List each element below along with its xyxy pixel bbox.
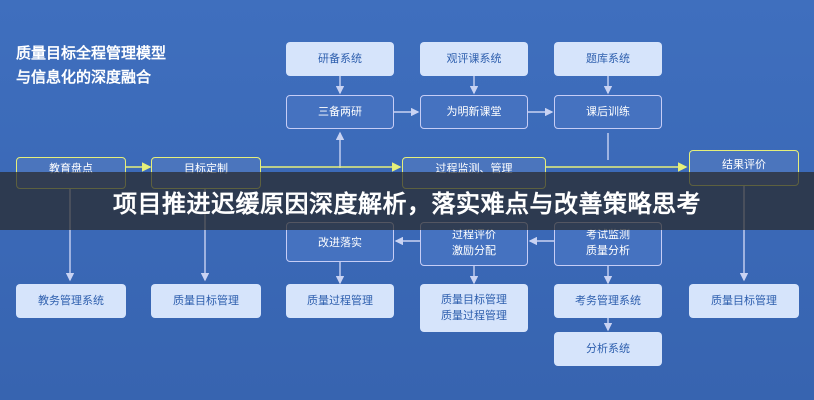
evaluation-line-2: 激励分配	[452, 244, 496, 257]
goal-process-line-1: 质量目标管理	[441, 293, 507, 306]
headline-banner: 项目推进迟缓原因深度解析，落实难点与改善策略思考	[0, 172, 814, 230]
system-box-goal-management-2: 质量目标管理	[689, 284, 799, 318]
title-line-2: 与信息化的深度融合	[16, 68, 152, 86]
title-line-1: 质量目标全程管理模型	[16, 44, 167, 62]
diagram-title: 质量目标全程管理模型 与信息化的深度融合	[16, 42, 166, 90]
system-box-goal-process: 质量目标管理 质量过程管理	[420, 284, 528, 332]
process-box-prep-research: 三备两研	[286, 95, 394, 129]
process-box-after-class: 课后训练	[554, 95, 662, 129]
system-box-prep: 研备系统	[286, 42, 394, 76]
process-box-classroom: 为明新课堂	[420, 95, 528, 129]
system-box-question-bank: 题库系统	[554, 42, 662, 76]
system-box-observation: 观评课系统	[420, 42, 528, 76]
evaluation-line-1: 过程评价	[452, 228, 496, 241]
system-box-exam-affairs: 考务管理系统	[554, 284, 662, 318]
exam-line-2: 质量分析	[586, 244, 630, 257]
system-box-analysis: 分析系统	[554, 332, 662, 366]
system-box-academic: 教务管理系统	[16, 284, 126, 318]
goal-process-line-2: 质量过程管理	[441, 309, 507, 322]
headline-text: 项目推进迟缓原因深度解析，落实难点与改善策略思考	[113, 189, 701, 218]
exam-line-1: 考试监测	[586, 228, 630, 241]
system-box-goal-management: 质量目标管理	[151, 284, 261, 318]
system-box-process-management: 质量过程管理	[286, 284, 394, 318]
